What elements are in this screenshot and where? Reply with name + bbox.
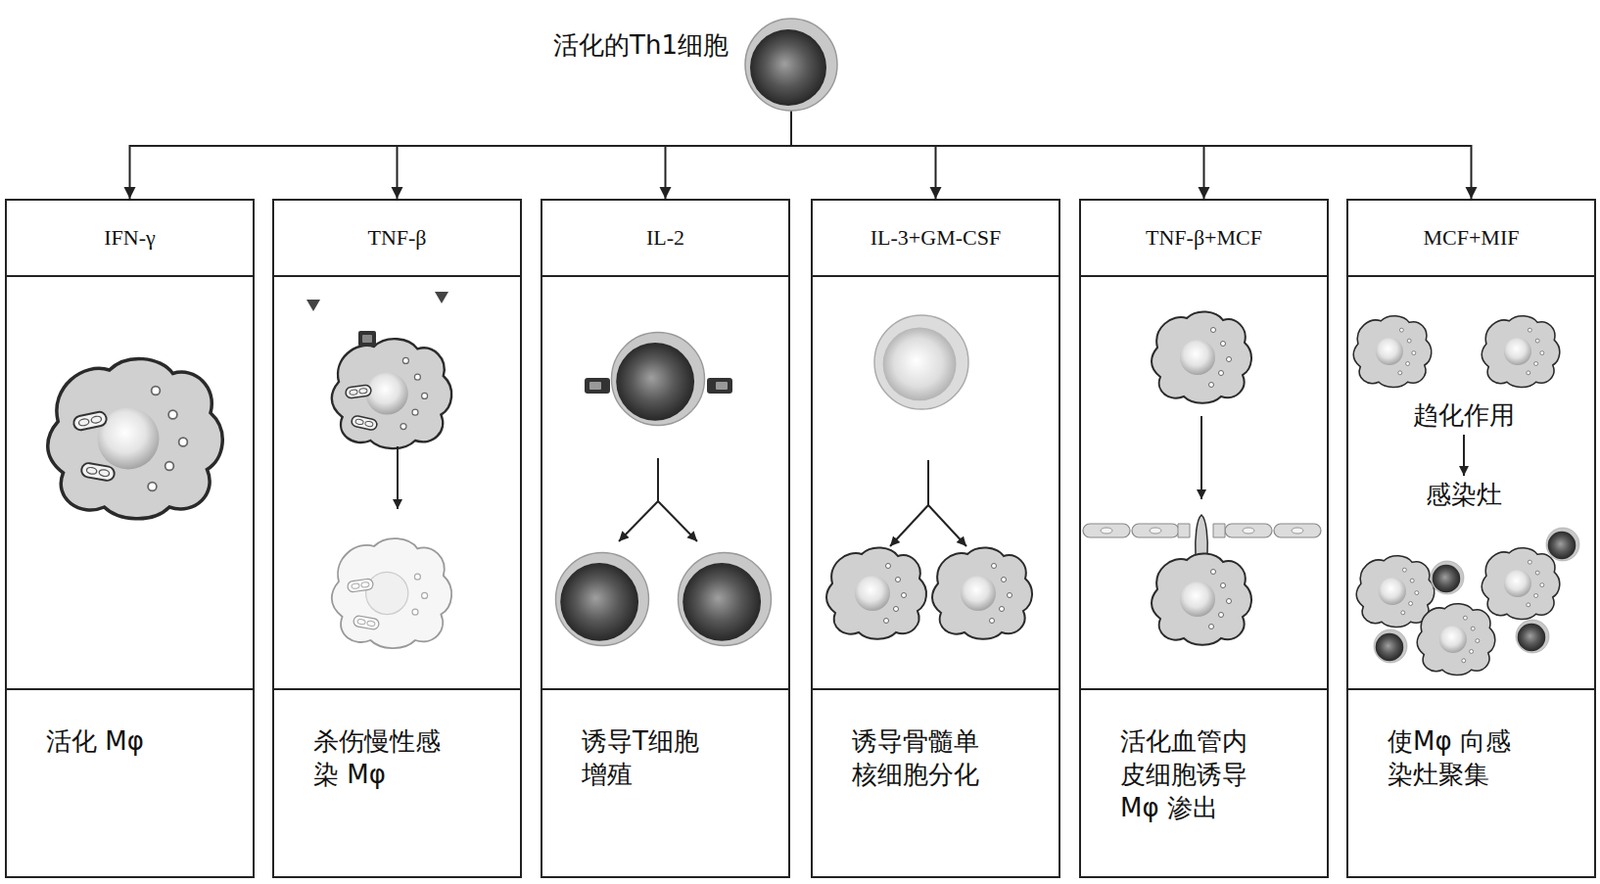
monocyte-differentiation-part bbox=[890, 505, 929, 547]
t-cell-proliferation-part bbox=[611, 332, 706, 426]
branch-arrow bbox=[665, 110, 793, 199]
infected-macrophage-killed bbox=[306, 291, 452, 649]
activated-macrophage-part bbox=[80, 462, 116, 482]
infected-macrophage-killed-part bbox=[346, 578, 374, 594]
effect-text: 杀伤慢性感染 Mφ bbox=[313, 690, 449, 793]
macrophage-extravasation-part bbox=[1131, 523, 1179, 538]
monocyte-differentiation bbox=[826, 315, 1033, 640]
macrophage-chemotaxis-part bbox=[1546, 527, 1580, 562]
macrophage-chemotaxis bbox=[1353, 316, 1580, 676]
cytokine-name: TNF-β bbox=[367, 225, 426, 251]
th1-cell bbox=[742, 15, 841, 114]
macrophage-extravasation-part bbox=[1224, 523, 1272, 538]
macrophage-extravasation-part bbox=[1082, 523, 1130, 538]
infected-macrophage-killed-part bbox=[331, 338, 452, 449]
cytokine-panel: IL-2 诱导T细胞增殖 bbox=[540, 198, 791, 879]
infected-macrophage-killed-part bbox=[362, 334, 373, 343]
macrophage-extravasation-part bbox=[1273, 523, 1321, 538]
illustration-label: 感染灶 bbox=[1425, 477, 1503, 513]
macrophage-extravasation-part bbox=[1200, 416, 1203, 500]
infected-macrophage-killed-part bbox=[350, 415, 378, 431]
panel-header: TNF-β+MCF bbox=[1081, 200, 1327, 278]
infected-macrophage-killed-part bbox=[306, 299, 321, 312]
branch-arrow bbox=[791, 110, 1205, 199]
panel-footer: 诱导骨髓单核细胞分化 bbox=[812, 688, 1059, 877]
monocyte-differentiation-part bbox=[874, 315, 969, 410]
t-cell-proliferation-part bbox=[658, 501, 698, 542]
t-cell-proliferation bbox=[556, 332, 772, 647]
activated-macrophage-part bbox=[47, 358, 223, 518]
macrophage-chemotaxis-part bbox=[1462, 434, 1465, 476]
monocyte-differentiation-part bbox=[928, 505, 967, 547]
t-cell-proliferation-part bbox=[618, 501, 659, 542]
effect-text: 活化血管内皮细胞诱导 Mφ 渗出 bbox=[1120, 690, 1256, 825]
infected-macrophage-killed-part bbox=[434, 291, 449, 304]
macrophage-extravasation-part bbox=[1151, 553, 1252, 645]
panel-header: IL-3+GM-CSF bbox=[812, 200, 1059, 278]
branch-arrow bbox=[791, 110, 1472, 199]
infected-macrophage-killed-part bbox=[344, 384, 372, 400]
branch-arrow bbox=[791, 110, 937, 199]
macrophage-chemotaxis-part bbox=[1373, 629, 1408, 663]
cytokine-panel: MCF+MIF 使Mφ 向感染灶聚集 bbox=[1346, 198, 1597, 879]
macrophage-chemotaxis-part bbox=[1481, 548, 1560, 620]
effect-text: 使Mφ 向感染灶聚集 bbox=[1387, 690, 1523, 793]
cell-core bbox=[750, 29, 827, 106]
activated-macrophage bbox=[47, 358, 223, 518]
cytokine-name: IFN-γ bbox=[103, 225, 156, 251]
panel-header: MCF+MIF bbox=[1348, 200, 1595, 278]
activated-macrophage-part bbox=[72, 410, 108, 431]
macrophage-extravasation bbox=[1082, 311, 1321, 645]
panel-footer: 使Mφ 向感染灶聚集 bbox=[1348, 688, 1595, 877]
cytokine-panel: TNF-β 杀伤慢性感染 Mφ bbox=[272, 198, 522, 879]
cytokine-name: IL-2 bbox=[646, 225, 685, 251]
panel-footer: 活化 Mφ bbox=[6, 688, 253, 877]
branch-arrow bbox=[397, 110, 793, 199]
t-cell-proliferation-part bbox=[706, 377, 733, 394]
cytokine-panel: TNF-β+MCF 活化血管内皮细胞诱导 Mφ 渗出 bbox=[1079, 198, 1329, 879]
cell-halo bbox=[745, 18, 838, 111]
macrophage-chemotaxis-part bbox=[1481, 316, 1560, 388]
infected-macrophage-killed-part bbox=[331, 538, 452, 649]
cytokine-panel: IL-3+GM-CSF 诱导骨髓单核细胞分化 bbox=[810, 198, 1061, 879]
cytokine-name: MCF+MIF bbox=[1422, 225, 1519, 251]
macrophage-chemotaxis-part bbox=[1430, 561, 1464, 595]
panel-header: IFN-γ bbox=[6, 200, 253, 278]
branch-arrow bbox=[130, 110, 793, 199]
t-cell-proliferation-part bbox=[589, 381, 602, 390]
cell-label: 活化的Th1细胞 bbox=[553, 28, 729, 63]
monocyte-differentiation-part bbox=[932, 547, 1033, 639]
panel-footer: 杀伤慢性感染 Mφ bbox=[274, 688, 520, 877]
macrophage-chemotaxis-part bbox=[1353, 316, 1432, 388]
t-cell-proliferation-part bbox=[584, 377, 611, 394]
effect-text: 活化 Mφ bbox=[46, 690, 182, 759]
macrophage-extravasation-part bbox=[1151, 311, 1252, 403]
panel-header: IL-2 bbox=[542, 200, 789, 278]
monocyte-differentiation-part bbox=[826, 547, 927, 639]
monocyte-differentiation-part bbox=[927, 460, 930, 506]
cytokine-panel: IFN-γ 活化 Mφ bbox=[4, 198, 255, 879]
panel-footer: 活化血管内皮细胞诱导 Mφ 渗出 bbox=[1081, 688, 1327, 877]
macrophage-chemotaxis-part bbox=[1515, 619, 1550, 654]
macrophage-chemotaxis-part bbox=[1356, 556, 1435, 628]
effect-text: 诱导骨髓单核细胞分化 bbox=[851, 690, 988, 793]
infected-macrophage-killed-part bbox=[352, 614, 380, 630]
panel-footer: 诱导T细胞增殖 bbox=[542, 688, 789, 877]
cell-node: 活化的Th1细胞 bbox=[553, 15, 841, 114]
illustration-label: 趋化作用 bbox=[1412, 398, 1515, 433]
cytokine-name: IL-3+GM-CSF bbox=[870, 225, 1001, 251]
macrophage-extravasation-part bbox=[1195, 515, 1209, 557]
cytokine-name: TNF-β+MCF bbox=[1145, 225, 1263, 251]
infected-macrophage-killed-part bbox=[396, 446, 399, 510]
panel-header: TNF-β bbox=[274, 200, 520, 278]
effect-text: 诱导T细胞增殖 bbox=[581, 690, 717, 793]
t-cell-proliferation-part bbox=[657, 458, 659, 502]
t-cell-proliferation-part bbox=[715, 381, 728, 390]
infected-macrophage-killed-part bbox=[358, 330, 377, 347]
t-cell-proliferation-part bbox=[556, 553, 650, 647]
macrophage-chemotaxis-part bbox=[1416, 604, 1496, 676]
t-cell-proliferation-part bbox=[678, 553, 772, 647]
